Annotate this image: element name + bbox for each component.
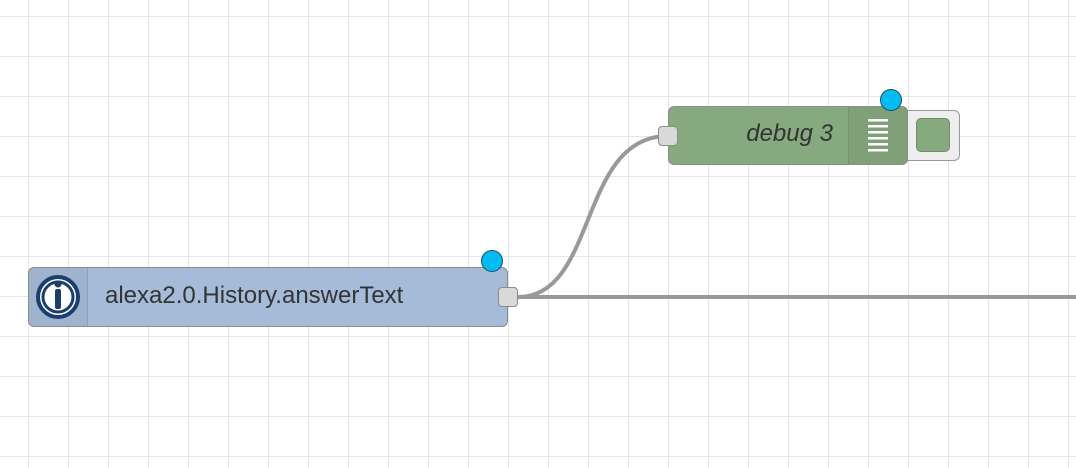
iobroker-icon: [36, 275, 80, 319]
node-label-debug: debug 3: [746, 120, 833, 147]
debug-node[interactable]: debug 3: [668, 106, 908, 165]
debug-list-icon: [868, 119, 888, 152]
node-label-input: alexa2.0.History.answerText: [105, 282, 404, 309]
input-port[interactable]: [658, 126, 678, 146]
wire-to-debug[interactable]: [516, 134, 670, 299]
output-port[interactable]: [498, 287, 518, 307]
node-icon-area: [848, 107, 907, 164]
node-icon-area: [29, 268, 88, 326]
debug-enable-toggle[interactable]: [904, 110, 960, 161]
debug-toggle-fill: [916, 118, 950, 152]
changed-status-dot: [481, 250, 503, 272]
changed-status-dot: [880, 89, 902, 111]
iobroker-in-node[interactable]: alexa2.0.History.answerText: [28, 267, 508, 327]
